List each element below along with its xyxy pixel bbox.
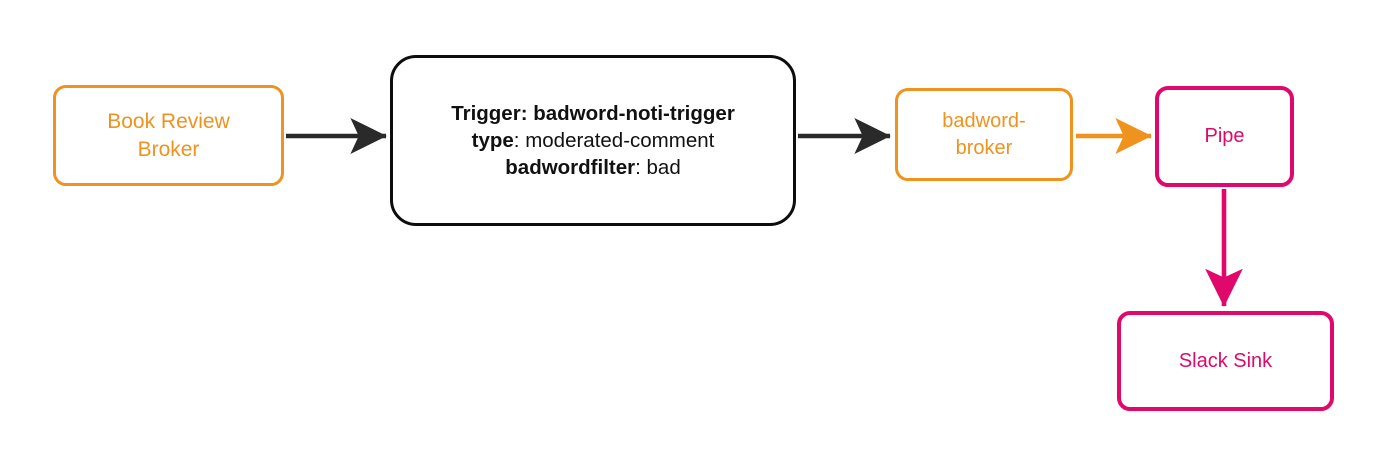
node-slack-sink[interactable]: Slack Sink [1117,311,1334,411]
trigger-line-3-separator: : [635,156,647,180]
trigger-line-3-value: bad [646,156,681,180]
trigger-line-1-value: badword-noti-trigger [533,101,735,125]
node-pipe-label: Pipe [1204,125,1245,148]
node-book-review-broker[interactable]: Book Review Broker [53,85,284,186]
node-book-review-broker-label-line1: Book Review [107,109,230,133]
trigger-line-1: Trigger: badword-noti-trigger [407,100,779,127]
trigger-line-2-key: type [471,128,514,152]
trigger-text-block: Trigger: badword-noti-trigger type: mode… [393,100,793,181]
trigger-line-2: type: moderated-comment [407,127,779,154]
trigger-line-1-key: Trigger: [451,101,528,125]
node-book-review-broker-label-line2: Broker [137,137,200,161]
node-badword-broker-label-line1: badword- [942,110,1026,133]
trigger-line-3-key: badwordfilter [505,156,636,180]
node-badword-broker[interactable]: badword- broker [895,88,1073,181]
trigger-line-3: badwordfilter: bad [407,154,779,181]
node-slack-sink-label: Slack Sink [1178,349,1273,372]
node-trigger-badword-noti-trigger[interactable]: Trigger: badword-noti-trigger type: mode… [390,55,796,226]
node-badword-broker-label: badword- broker [898,108,1070,161]
node-badword-broker-label-line2: broker [955,136,1013,159]
trigger-line-2-value: moderated-comment [525,128,715,152]
trigger-line-2-separator: : [513,128,526,152]
node-book-review-broker-label: Book Review Broker [56,108,281,163]
node-pipe[interactable]: Pipe [1155,86,1294,187]
